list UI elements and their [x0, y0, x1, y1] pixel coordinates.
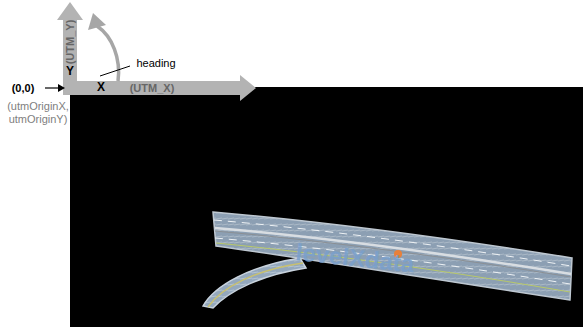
origin-pointer [45, 87, 58, 88]
heading-arc [97, 26, 119, 81]
origin-note: (utmOriginX, utmOriginY) [2, 100, 74, 125]
x-axis-arrow [63, 75, 256, 101]
origin-pointer-head [58, 84, 65, 92]
axis-name: (UTM_Y) [64, 20, 77, 65]
map-ground [70, 87, 583, 327]
ramp-line [208, 263, 303, 307]
origin-label: (0,0) [12, 82, 35, 95]
ramp-road [203, 258, 306, 308]
heading-arrowhead [88, 13, 106, 30]
lane-line [215, 238, 570, 284]
axis-letter: X [97, 81, 105, 95]
axis-letter: Y [66, 65, 74, 79]
main-road [213, 212, 572, 300]
center-line [215, 231, 571, 277]
axis-name: (UTM_X) [130, 82, 175, 95]
heading-label: heading [136, 57, 175, 70]
leader-line [100, 66, 130, 76]
